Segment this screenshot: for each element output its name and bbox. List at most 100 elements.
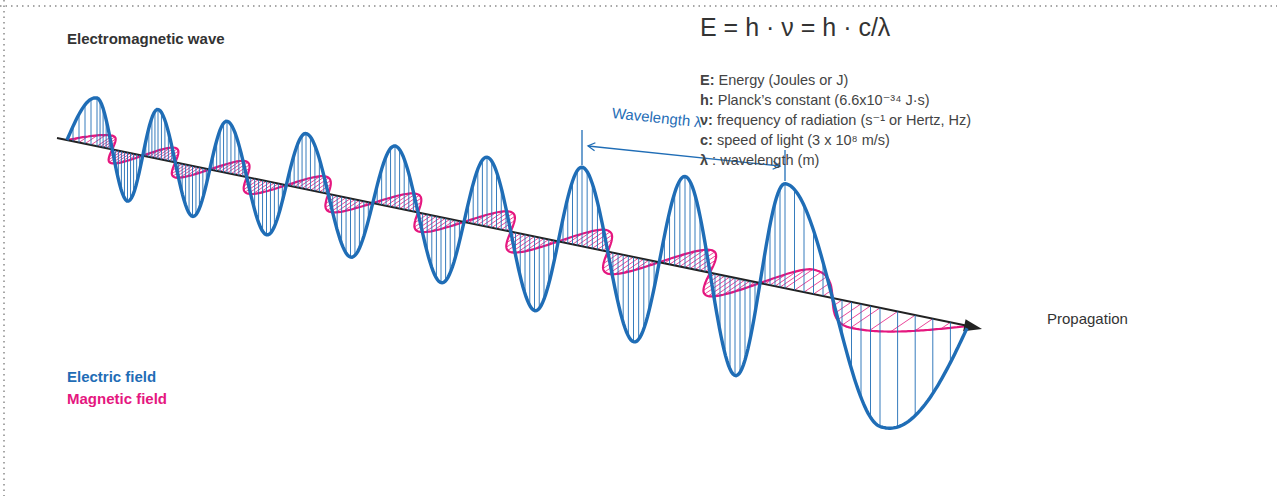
field-vector — [577, 171, 578, 246]
field-vector — [404, 159, 405, 210]
field-vector — [705, 277, 730, 294]
field-vector — [230, 124, 231, 173]
field-vector — [638, 258, 639, 339]
field-vector — [124, 152, 125, 198]
field-vector — [189, 165, 190, 213]
field-vector — [441, 217, 442, 282]
field-vector — [679, 180, 680, 266]
electric-hatch — [73, 98, 950, 427]
field-vector — [223, 123, 224, 172]
field-vector — [897, 311, 898, 426]
field-vector — [274, 183, 275, 227]
field-vector — [643, 259, 644, 329]
field-vector — [130, 153, 131, 199]
field-vector — [234, 132, 235, 174]
field-vector — [298, 143, 299, 188]
field-vector — [306, 134, 307, 190]
field-vector — [341, 197, 342, 244]
field-vector — [795, 272, 822, 290]
field-vector — [685, 176, 686, 267]
field-vector — [395, 146, 396, 208]
field-vector — [690, 252, 715, 269]
field-vector — [346, 198, 347, 253]
wavelength-tick — [581, 130, 582, 165]
field-vector — [950, 322, 951, 362]
field-vector — [482, 160, 483, 226]
field-vector — [227, 121, 228, 173]
field-vector — [674, 193, 675, 266]
field-vector — [195, 167, 196, 215]
field-vector — [97, 98, 98, 146]
field-vector — [695, 195, 696, 270]
field-vector — [785, 184, 786, 288]
field-vector — [690, 181, 691, 268]
field-vector — [310, 137, 311, 190]
field-vector — [745, 280, 746, 360]
field-vector — [780, 188, 781, 287]
field-vector — [496, 172, 497, 229]
field-vector — [587, 172, 588, 248]
field-vector — [861, 304, 862, 398]
field-vector — [843, 306, 871, 325]
diagram-title: Electromagnetic wave — [67, 30, 225, 48]
field-vector — [794, 190, 795, 291]
dimension-label: Wavelength λ — [611, 104, 703, 131]
field-vector — [572, 181, 573, 244]
field-vector — [314, 146, 315, 192]
frame-border — [3, 0, 5, 496]
field-vector — [775, 203, 776, 286]
field-vector — [539, 237, 540, 308]
definition: λ : wavelength (m) — [700, 152, 819, 169]
definition: c: speed of light (3 x 10⁸ m/s) — [700, 132, 890, 149]
field-vector — [932, 319, 933, 394]
field-vector — [544, 238, 545, 299]
electric-wave — [67, 98, 967, 428]
field-vector — [491, 161, 492, 228]
field-vector — [386, 156, 387, 205]
field-vector — [258, 180, 259, 223]
field-vector — [154, 111, 155, 158]
axis-label: Propagation — [1047, 310, 1128, 328]
field-vector — [436, 216, 437, 278]
field-vector — [359, 200, 360, 248]
field-vector — [390, 148, 391, 206]
field-vector — [445, 218, 446, 281]
field-vector — [262, 180, 263, 231]
field-vector — [915, 315, 916, 416]
formula: E = h · ν = h · c/λ — [700, 12, 890, 42]
field-vector — [730, 277, 731, 369]
field-vector — [85, 105, 86, 144]
field-vector — [127, 152, 128, 201]
field-vector — [804, 205, 805, 292]
field-vector — [592, 184, 593, 249]
field-vector — [837, 304, 861, 320]
definition: E: Energy (Joules or J) — [700, 72, 848, 89]
legend-entry: Electric field — [67, 368, 156, 386]
field-vector — [161, 112, 162, 159]
field-vector — [534, 237, 535, 311]
field-vector — [633, 257, 634, 342]
field-vector — [266, 181, 267, 235]
field-vector — [270, 182, 271, 233]
field-vector — [628, 256, 629, 336]
propagation-axis — [57, 138, 972, 327]
field-vector — [623, 255, 624, 323]
field-vector — [199, 167, 200, 208]
field-vector — [813, 230, 814, 294]
frame-border — [0, 5, 1277, 7]
field-vector — [740, 279, 741, 372]
field-vector — [477, 169, 478, 225]
definition: h: Planck’s constant (6.6x10⁻³⁴ J·s) — [700, 92, 930, 109]
definition: ν: frequency of radiation (s⁻¹ or Hertz,… — [700, 112, 971, 129]
field-vector — [869, 311, 897, 330]
field-vector — [529, 236, 530, 306]
field-vector — [851, 302, 852, 369]
field-vector — [100, 101, 101, 147]
field-vector — [735, 278, 736, 376]
field-vector — [354, 199, 355, 255]
field-vector — [158, 109, 159, 158]
field-vector — [91, 99, 92, 145]
field-vector — [880, 308, 881, 427]
